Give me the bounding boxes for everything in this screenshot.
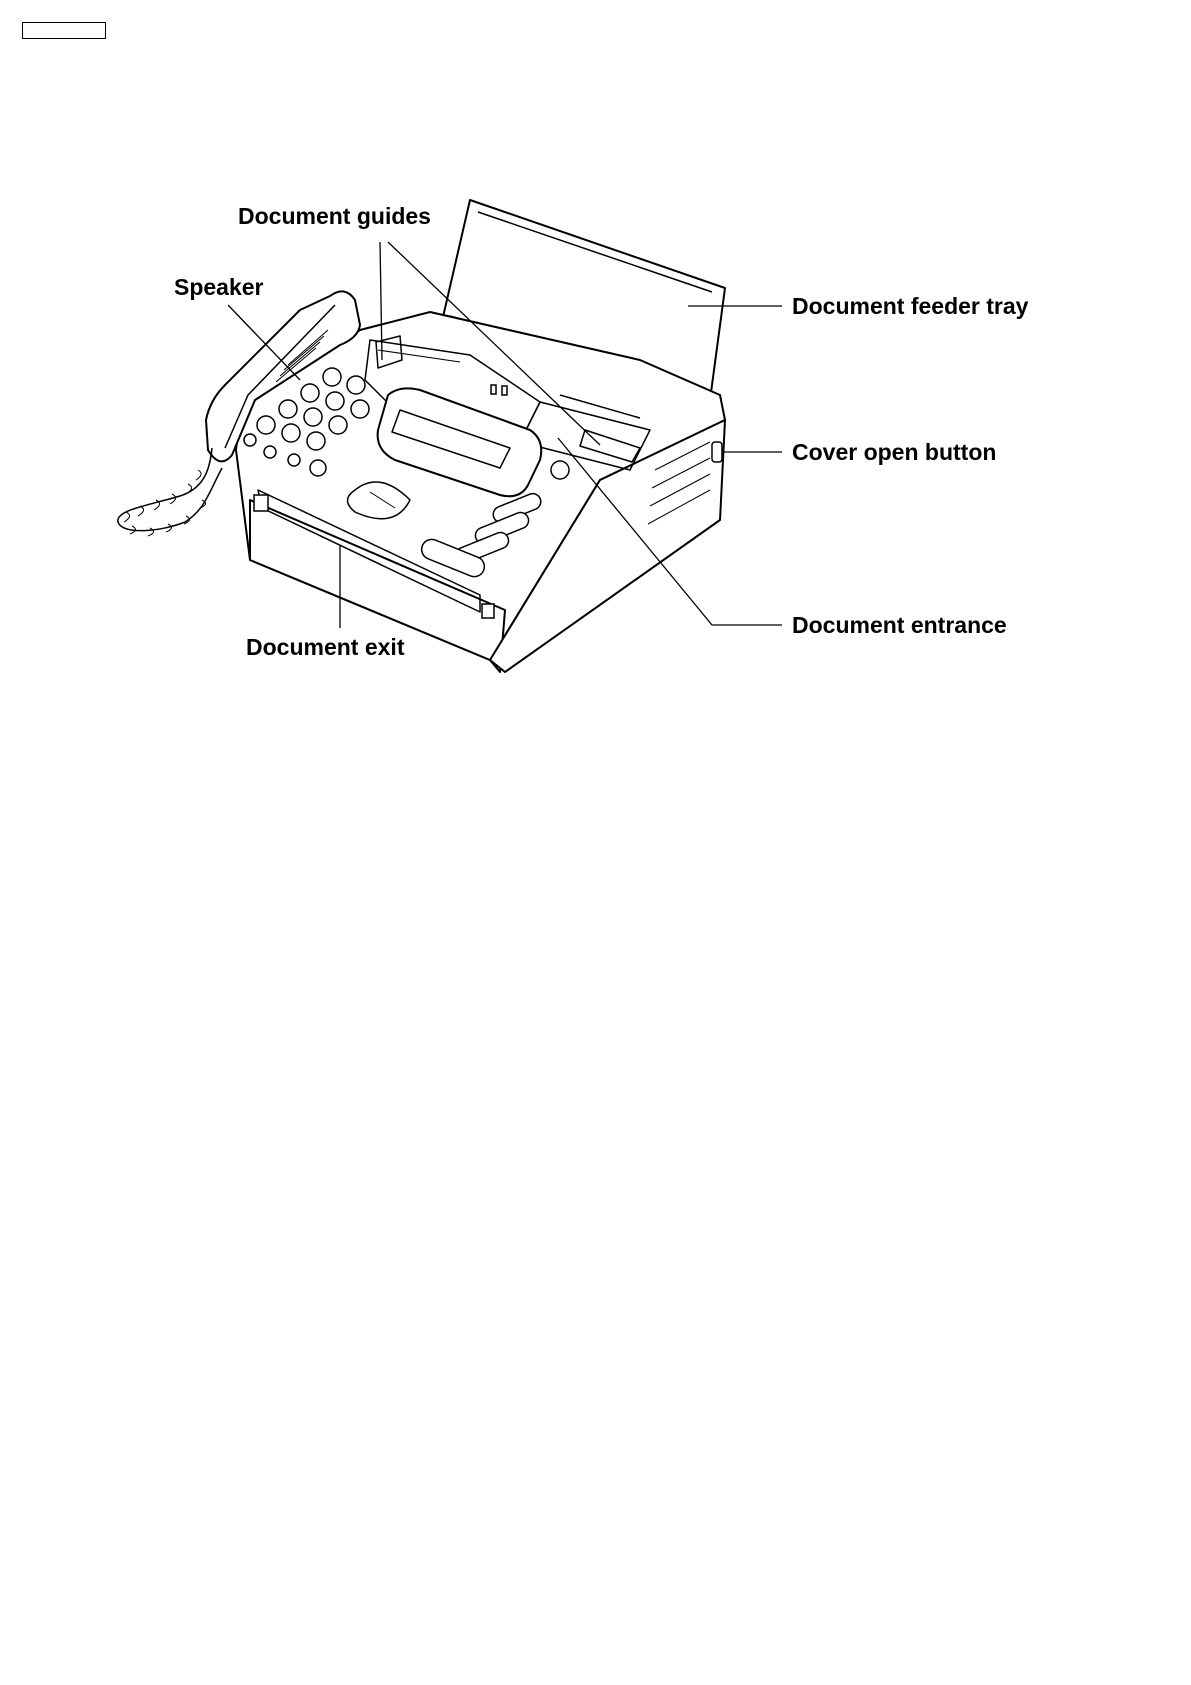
label-speaker: Speaker bbox=[174, 276, 264, 299]
label-document-guides: Document guides bbox=[238, 205, 431, 228]
label-cover-open-button: Cover open button bbox=[792, 441, 996, 464]
coiled-cord bbox=[118, 448, 222, 536]
label-document-exit: Document exit bbox=[246, 636, 404, 659]
label-document-feeder-tray: Document feeder tray bbox=[792, 295, 1028, 318]
label-document-entrance: Document entrance bbox=[792, 614, 1007, 637]
